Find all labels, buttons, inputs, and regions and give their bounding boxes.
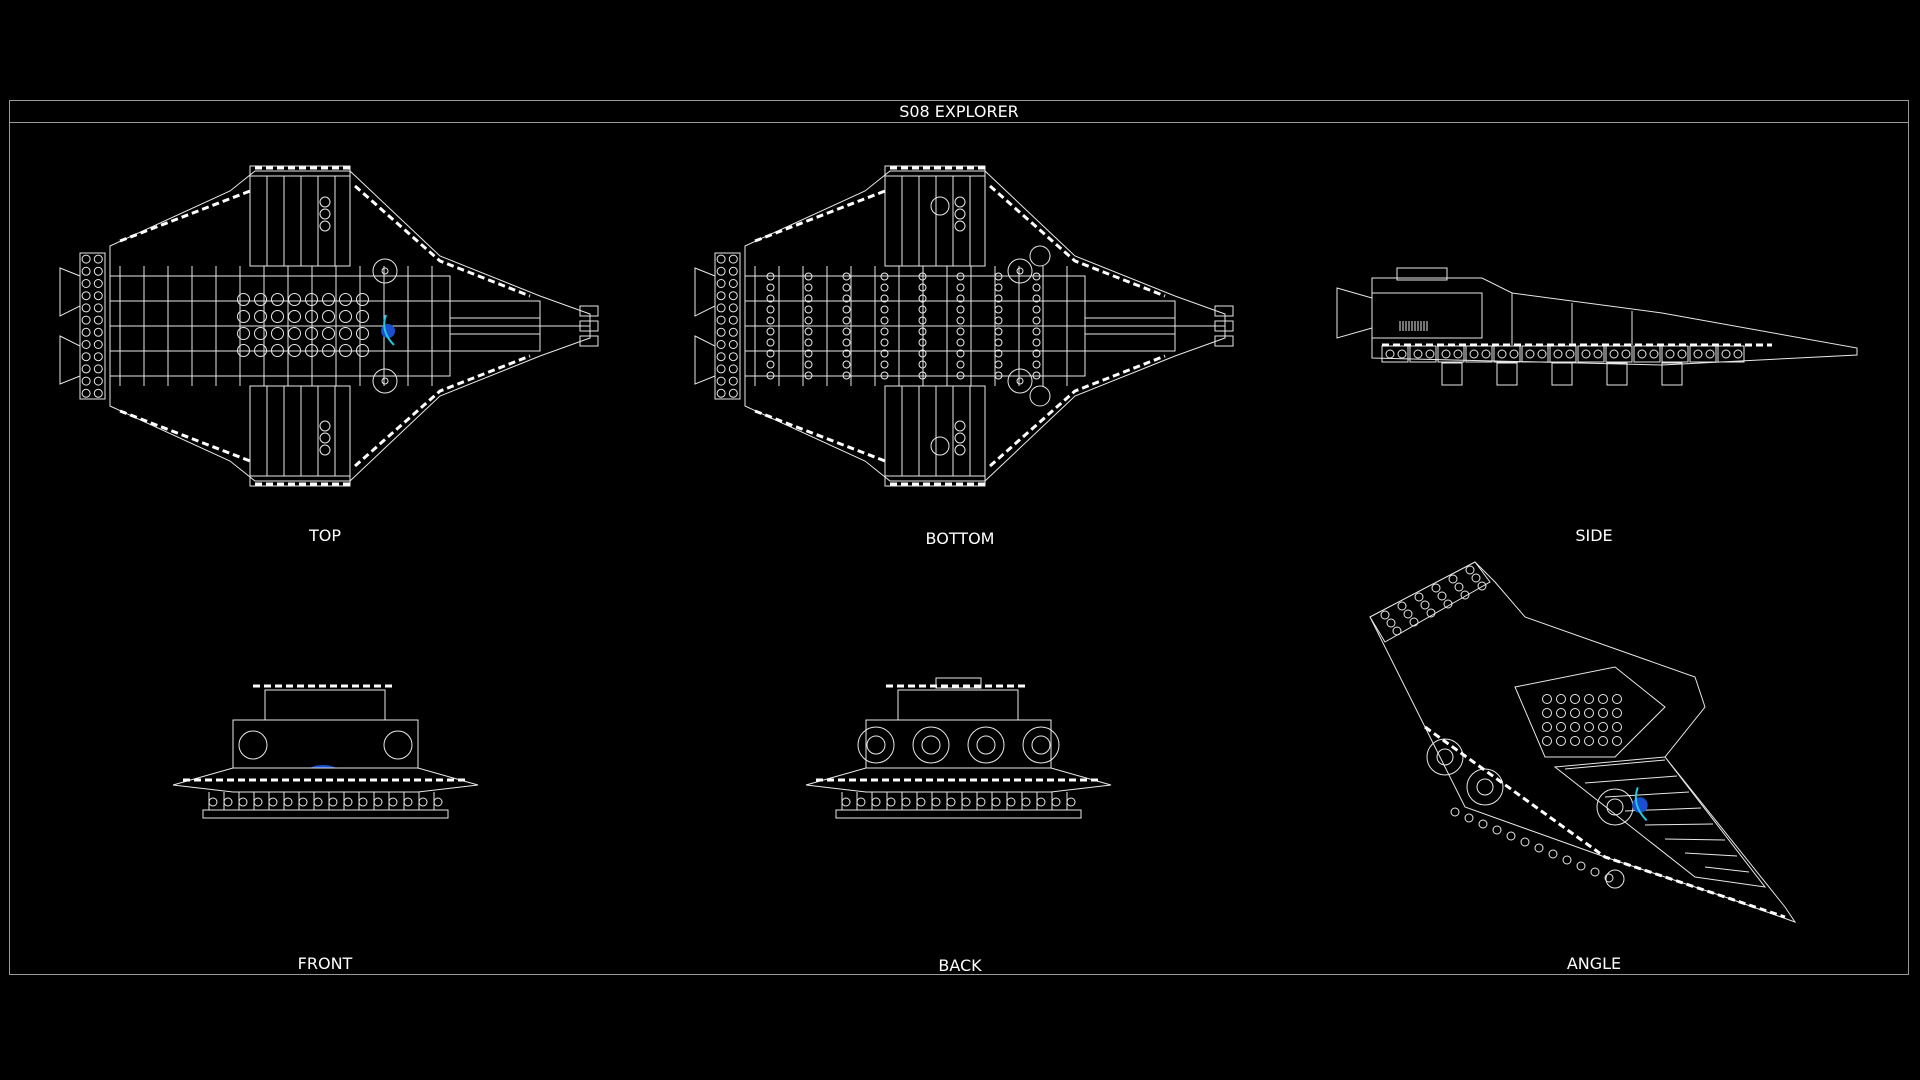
view-label-angle: ANGLE xyxy=(1566,954,1622,973)
view-label-bottom: BOTTOM xyxy=(925,529,995,548)
space-logo-icon xyxy=(381,314,395,346)
view-label-front: FRONT xyxy=(297,954,353,973)
view-label-top: TOP xyxy=(308,526,342,545)
ship-side-view xyxy=(1336,267,1858,386)
drawing-frame: S08 EXPLORER xyxy=(9,100,1909,975)
sheet-title: S08 EXPLORER xyxy=(10,101,1908,123)
space-logo-icon xyxy=(1632,787,1648,822)
ship-top-view xyxy=(59,165,599,487)
ship-front-view xyxy=(172,684,479,819)
ship-bottom-view xyxy=(694,165,1234,487)
view-label-side: SIDE xyxy=(1575,526,1613,545)
ship-back-view xyxy=(805,677,1112,819)
view-label-back: BACK xyxy=(938,956,982,975)
ship-angle-view xyxy=(1369,561,1797,923)
